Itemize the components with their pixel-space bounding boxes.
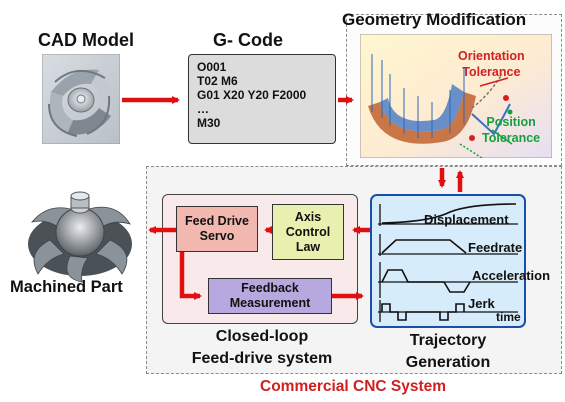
signal-label-feedrate: Feedrate [468, 240, 523, 255]
servo-line-2: Servo [199, 229, 235, 243]
gcode-line-3: G01 X20 Y20 F2000 [197, 88, 307, 102]
trajectory-panel [370, 194, 526, 328]
feed-drive-caption: Closed-loop Feed-drive system [164, 326, 360, 370]
trajectory-caption-line-2: Generation [405, 354, 491, 371]
feed-drive-caption-line-1: Closed-loop [215, 328, 309, 345]
trajectory-caption: Trajectory Generation [370, 330, 526, 374]
signal-label-jerk: Jerk [468, 296, 495, 311]
signal-label-displacement: Displacement [424, 212, 509, 227]
commercial-cnc-system-title: Commercial CNC System [260, 378, 447, 395]
gcode-line-4: … [197, 102, 209, 116]
machined-part-image [28, 191, 132, 283]
feed-drive-caption-line-2: Feed-drive system [191, 350, 333, 367]
feedback-line-1: Feedback [241, 281, 299, 295]
feed-drive-servo-block: Feed Drive Servo [176, 206, 258, 252]
cad-model-image [42, 54, 120, 144]
machined-part-title: Machined Part [10, 278, 123, 296]
servo-line-1: Feed Drive [185, 214, 249, 228]
axis-line-3: Law [295, 239, 321, 254]
trajectory-caption-line-1: Trajectory [409, 332, 487, 349]
position-tolerance-label: Position Tolerance [482, 114, 540, 146]
geometry-modification-title: Geometry Modification [342, 10, 527, 29]
axis-line-2: Control [285, 224, 331, 239]
arrow-servo-to-feedback [179, 252, 202, 300]
axis-line-1: Axis [294, 209, 322, 224]
axis-control-law-block: Axis Control Law [272, 204, 344, 260]
orientation-tolerance-label: Orientation Tolerance [458, 48, 525, 80]
gcode-line-2: T02 M6 [197, 74, 238, 88]
feedback-line-2: Measurement [229, 296, 311, 310]
position-tolerance-line-1: Position [486, 115, 536, 129]
signal-label-acceleration: Acceleration [472, 268, 551, 283]
position-tolerance-line-2: Tolerance [482, 131, 541, 145]
orientation-tolerance-line-1: Orientation [458, 49, 525, 63]
gcode-line-1: O001 [197, 60, 227, 74]
cad-model-title: CAD Model [38, 30, 134, 50]
gcode-box: O001 T02 M6 G01 X20 Y20 F2000 … M30 [188, 54, 336, 144]
feedback-measurement-block: Feedback Measurement [208, 278, 332, 314]
gcode-line-5: M30 [197, 116, 221, 130]
gcode-title: G- Code [213, 30, 283, 50]
orientation-tolerance-line-2: Tolerance [462, 65, 521, 79]
time-axis-label: time [496, 310, 521, 324]
geometry-toolpath-image [360, 34, 552, 158]
